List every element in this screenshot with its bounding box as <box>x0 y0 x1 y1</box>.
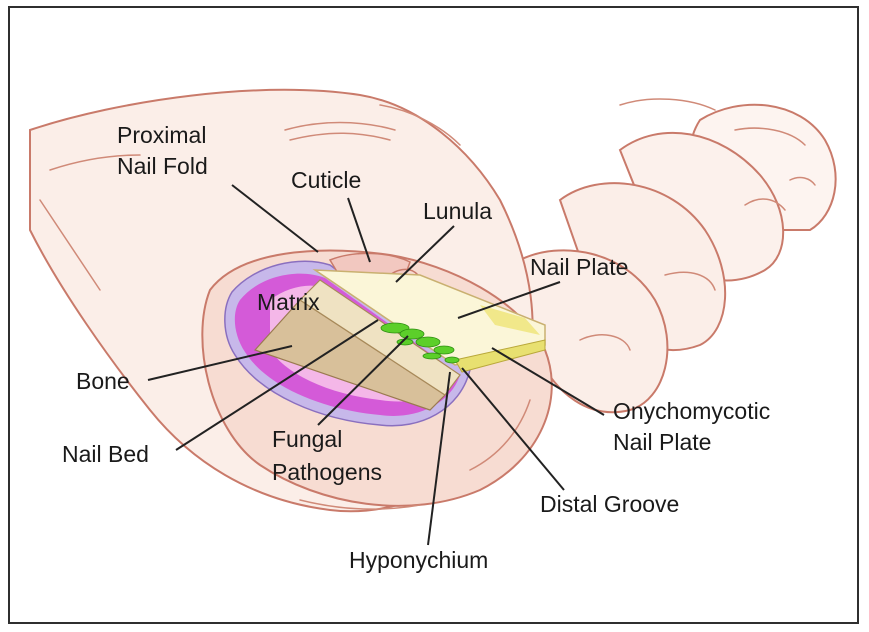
label-onychomycotic-line1: Onychomycotic <box>613 397 770 425</box>
label-hyponychium: Hyponychium <box>349 546 488 574</box>
label-bone: Bone <box>76 367 130 395</box>
label-onychomycotic-line2: Nail Plate <box>613 428 711 456</box>
label-lunula: Lunula <box>423 197 492 225</box>
label-proximal-nail-fold-line2: Nail Fold <box>117 152 208 180</box>
label-proximal-nail-fold-line1: Proximal <box>117 121 206 149</box>
label-cuticle: Cuticle <box>291 166 361 194</box>
label-distal-groove: Distal Groove <box>540 490 679 518</box>
label-fungal-pathogens-line1: Fungal <box>272 425 342 453</box>
label-nail-plate: Nail Plate <box>530 253 628 281</box>
label-nail-bed: Nail Bed <box>62 440 149 468</box>
label-matrix: Matrix <box>257 288 320 316</box>
label-fungal-pathogens-line2: Pathogens <box>272 458 382 486</box>
